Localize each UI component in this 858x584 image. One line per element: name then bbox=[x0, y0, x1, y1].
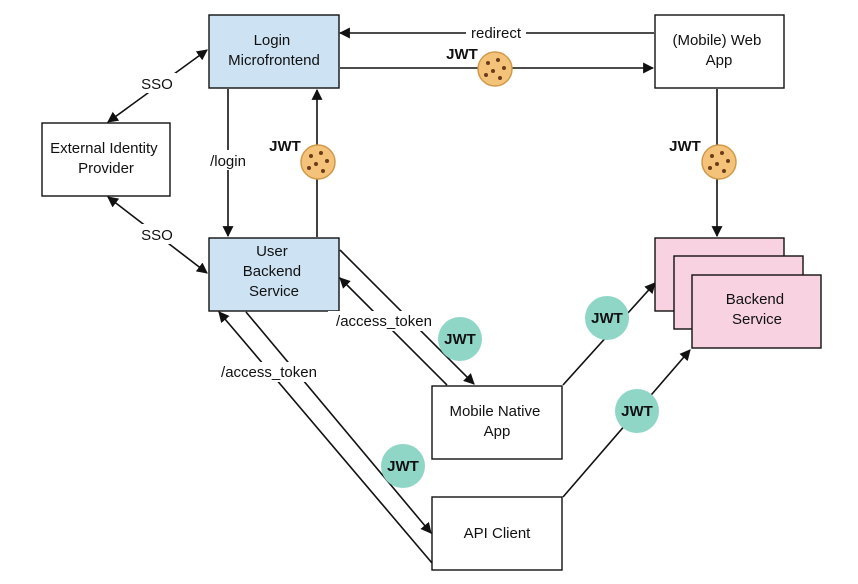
mobile-line-1: Mobile Native bbox=[449, 403, 540, 420]
mobile-native-label: Mobile Native App bbox=[449, 403, 544, 440]
access-token-mobile-label: /access_token bbox=[336, 313, 432, 330]
jwt-token-mobile-backend: JWT bbox=[585, 296, 629, 340]
webapp-line-1: (Mobile) Web bbox=[672, 32, 761, 49]
webapp-label: (Mobile) Web App bbox=[672, 32, 765, 69]
backend-service-label: Backend Service bbox=[726, 291, 789, 328]
jwt-token-apiclient-backend: JWT bbox=[615, 389, 659, 433]
idp-line-2: Provider bbox=[78, 160, 134, 177]
webapp-line-2: App bbox=[706, 52, 733, 69]
cookie-icon bbox=[300, 144, 336, 180]
jwt-token-userbackend-apiclient: JWT bbox=[381, 444, 425, 488]
userbackend-line-3: Service bbox=[249, 283, 299, 300]
jwt-label-userbackend-login: JWT bbox=[269, 138, 301, 155]
jwt-token-label: JWT bbox=[387, 458, 419, 475]
jwt-token-label: JWT bbox=[444, 331, 476, 348]
backend-line-2: Service bbox=[732, 311, 782, 328]
jwt-token-userbackend-mobile: JWT bbox=[438, 317, 482, 361]
login-path-label-bg bbox=[204, 150, 252, 170]
api-client-label: API Client bbox=[464, 525, 532, 542]
jwt-label-webapp-backend: JWT bbox=[669, 138, 701, 155]
backend-stack-front bbox=[691, 274, 822, 349]
login-microfrontend-box bbox=[208, 14, 340, 89]
access-token-api-label: /access_token bbox=[221, 364, 317, 381]
login-line-1: Login bbox=[254, 32, 291, 49]
mobile-native-box bbox=[431, 385, 563, 460]
login-line-2: Microfrontend bbox=[228, 52, 320, 69]
edge-mobile-to-userbackend bbox=[339, 277, 448, 386]
apiclient-line-1: API Client bbox=[464, 525, 532, 542]
backend-line-1: Backend bbox=[726, 291, 784, 308]
login-path-label: /login bbox=[210, 153, 246, 170]
login-microfrontend-label: Login Microfrontend bbox=[228, 32, 320, 69]
idp-line-1: External Identity bbox=[50, 140, 158, 157]
user-backend-label: User Backend Service bbox=[243, 243, 306, 300]
userbackend-line-1: User bbox=[256, 243, 288, 260]
user-backend-box bbox=[208, 237, 340, 312]
mobile-line-2: App bbox=[484, 423, 511, 440]
jwt-label-login-webapp: JWT bbox=[446, 46, 478, 63]
jwt-token-label: JWT bbox=[591, 310, 623, 327]
sso-top-label-bg bbox=[138, 73, 176, 93]
redirect-label: redirect bbox=[471, 25, 522, 42]
cookie-icon bbox=[477, 51, 513, 87]
edge-userbackend-to-apiclient bbox=[245, 311, 432, 534]
sso-bottom-label-bg bbox=[138, 224, 176, 244]
api-client-box bbox=[431, 496, 563, 571]
access-token-mobile-label-bg bbox=[328, 311, 440, 331]
idp-label: External Identity Provider bbox=[50, 140, 162, 177]
webapp-box bbox=[654, 14, 785, 89]
jwt-token-label: JWT bbox=[621, 403, 653, 420]
idp-box bbox=[41, 122, 171, 197]
cookie-icon bbox=[701, 144, 737, 180]
redirect-label-bg bbox=[466, 23, 526, 43]
sso-bottom-label: SSO bbox=[141, 227, 173, 244]
sso-top-label: SSO bbox=[141, 76, 173, 93]
edge-apiclient-to-userbackend bbox=[218, 311, 433, 564]
userbackend-line-2: Backend bbox=[243, 263, 301, 280]
access-token-api-label-bg bbox=[213, 362, 325, 382]
